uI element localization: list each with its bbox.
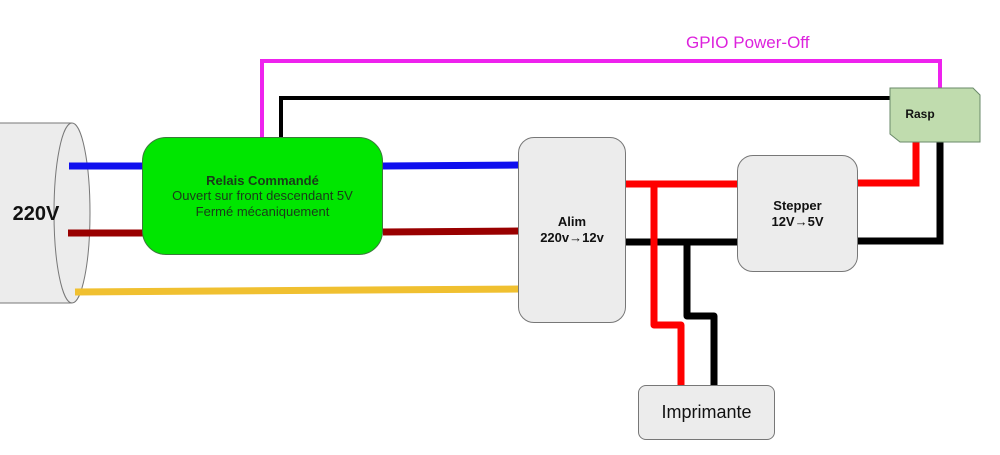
stepper-box[interactable]: Stepper 12V→5V	[737, 155, 858, 272]
wire-neutral-out	[382, 227, 520, 236]
gpio-annotation: GPIO Power-Off	[686, 33, 810, 52]
relais-line1: Ouvert sur front descendant 5V	[172, 187, 353, 203]
relais-line2: Fermé mécaniquement	[195, 203, 330, 219]
stepper-subtitle: 12V→5V	[771, 213, 824, 229]
wire-5v-rasp	[858, 142, 920, 187]
wire-12v-imprimante	[650, 184, 685, 386]
alim-subtitle: 220v→12v	[540, 230, 604, 245]
rasp-box[interactable]	[889, 87, 981, 143]
imprimante-label: Imprimante	[661, 402, 752, 422]
wire-phase-out	[382, 161, 520, 170]
stepper-title: Stepper	[773, 197, 822, 213]
wire-gpio	[260, 59, 942, 137]
wire-earth	[74, 285, 520, 296]
source-label: 220V	[12, 203, 60, 225]
wire-gnd-imprimante	[683, 242, 718, 386]
wire-rasp-ground	[279, 96, 891, 137]
alim-title: Alim	[557, 214, 587, 229]
alim-box[interactable]: Alim 220v→12v	[518, 137, 626, 323]
rasp-label: Rasp	[905, 107, 935, 121]
wire-gnd-rasp	[858, 142, 944, 245]
imprimante-box[interactable]: Imprimante	[638, 385, 775, 440]
relais-title: Relais Commandé	[206, 172, 319, 188]
relais-box[interactable]: Relais Commandé Ouvert sur front descend…	[142, 137, 383, 255]
